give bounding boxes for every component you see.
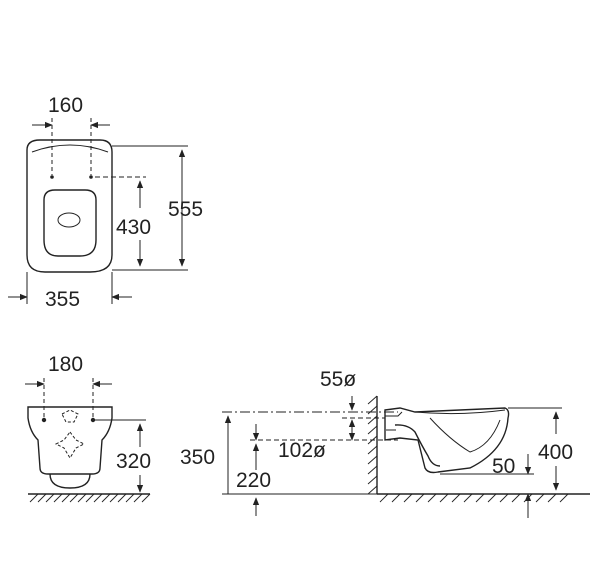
side-dim-102: 102ø [278, 439, 326, 462]
side-seat-line [414, 409, 506, 415]
rear-pattern-top [61, 409, 79, 423]
front-cover-line [31, 144, 109, 153]
side-view: 55ø 350 102ø 220 50 400 [180, 368, 590, 518]
front-dim-355: 355 [45, 288, 80, 311]
front-bowl-oval [57, 212, 81, 228]
front-view: 160 555 430 355 [8, 94, 203, 311]
rear-hole-left [41, 417, 47, 423]
front-hole-left [50, 175, 54, 179]
front-bowl-outline [26, 139, 113, 273]
front-seat-opening [43, 189, 97, 257]
front-dim-160: 160 [48, 94, 83, 117]
rear-view: 180 320 [25, 353, 151, 503]
rear-dim-320: 320 [116, 450, 151, 473]
rear-foot [49, 473, 91, 489]
side-dim-400: 400 [538, 441, 573, 464]
side-dim-350: 350 [180, 446, 215, 469]
rear-body-outline [27, 406, 113, 475]
wall-hatch [367, 395, 378, 495]
side-dim-50: 50 [492, 455, 515, 478]
side-inlet [385, 411, 403, 431]
side-inner-bowl [429, 417, 501, 453]
side-dim-220: 220 [236, 469, 271, 492]
front-hole-right [89, 175, 93, 179]
front-dim-555: 555 [168, 198, 203, 221]
side-bowl-outline [384, 407, 510, 474]
rear-dim-180: 180 [48, 353, 83, 376]
side-dim-55: 55ø [320, 368, 356, 391]
front-dim-430: 430 [116, 216, 151, 239]
side-trap [394, 424, 441, 467]
rear-hole-right [90, 417, 96, 423]
rear-pattern-center [54, 431, 86, 459]
